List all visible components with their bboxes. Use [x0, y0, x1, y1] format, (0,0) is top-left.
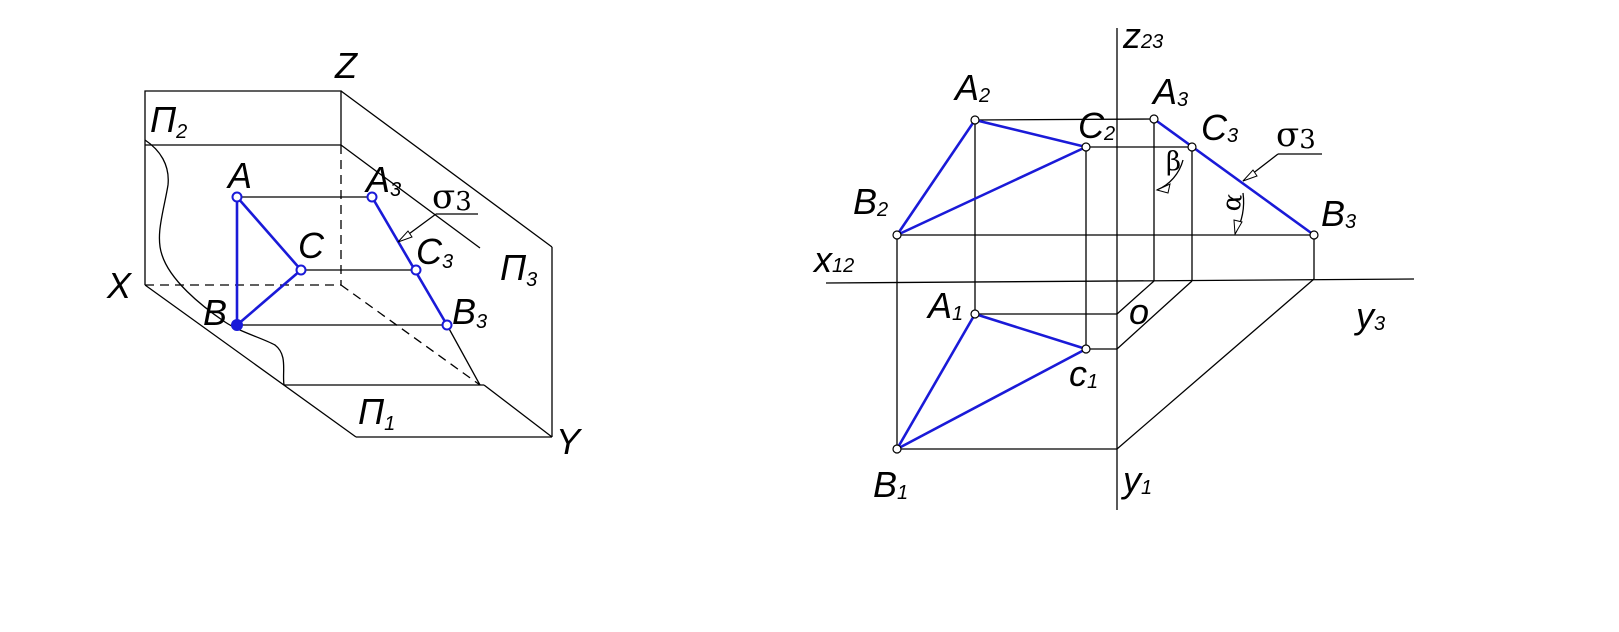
axis-z-label: Z: [334, 45, 358, 86]
profile-projection-line: [366, 191, 453, 331]
point-a: [231, 191, 243, 203]
plane-p2-label: Π2: [150, 99, 187, 143]
plane-p1-label: Π1: [358, 391, 395, 435]
projection-planes-frame: [144, 90, 553, 438]
profile-projection: [1149, 114, 1319, 240]
beta-label: β: [1166, 147, 1181, 177]
triangle-abc: [231, 191, 307, 331]
angle-marks: [1155, 159, 1245, 236]
point-c2-label: C2: [1078, 105, 1115, 146]
point-a2-label: A2: [953, 67, 990, 108]
point-a3: [366, 191, 378, 203]
point-c: [295, 264, 307, 276]
sigma3-label: σ3: [432, 177, 472, 217]
sigma-leader: [397, 213, 478, 243]
point-b3-ortho: [1309, 230, 1319, 240]
point-c1-label: c1: [1069, 353, 1098, 394]
sigma-leader-ortho: [1242, 153, 1322, 182]
point-b-label: B: [203, 292, 227, 333]
point-a1: [970, 309, 980, 319]
triangle-horizontal-projection: [892, 309, 1091, 454]
point-c3-ortho: [1187, 142, 1197, 152]
point-b: [231, 319, 243, 331]
point-c3-ortho-label: C3: [1201, 107, 1238, 148]
isometric-view: Z X Y Π2 Π3 Π1 A B C A3 C3 B3 σ3: [106, 45, 583, 462]
axis-x-label: X: [106, 265, 133, 306]
point-a1-label: A1: [926, 285, 963, 326]
point-b3-label: B3: [452, 291, 487, 333]
origin-label: o: [1129, 291, 1149, 332]
point-b3-ortho-label: B3: [1321, 193, 1356, 234]
point-a-label: A: [226, 155, 252, 196]
projection-lines: [237, 196, 481, 386]
point-c3-label: C3: [416, 231, 453, 273]
point-c1: [1081, 344, 1091, 354]
point-b2: [892, 230, 902, 240]
point-c-label: C: [298, 225, 325, 266]
point-b1: [892, 444, 902, 454]
point-c3: [410, 264, 422, 276]
axis-y1-label: y1: [1120, 459, 1152, 500]
point-a2: [970, 115, 980, 125]
point-a3-ortho-label: A3: [1151, 71, 1188, 112]
axis-z23-label: z23: [1122, 15, 1163, 56]
point-b3: [441, 319, 453, 331]
point-c2: [1081, 142, 1091, 152]
sigma3-ortho-label: σ3: [1276, 115, 1316, 155]
orthographic-view: z23 x12 y3 y1 o A2 B2 C2 A3 C3 B3 A1 B1 …: [812, 15, 1415, 510]
point-b2-label: B2: [853, 181, 888, 222]
plane-break-line: [144, 139, 285, 386]
point-a3-ortho: [1149, 114, 1159, 124]
axis-y3-label: y3: [1353, 295, 1385, 336]
axes: [825, 28, 1415, 510]
alpha-label: α: [1216, 191, 1249, 214]
axis-x12-label: x12: [812, 239, 854, 280]
axis-y-label: Y: [556, 421, 583, 462]
triangle-frontal-projection: [892, 115, 1091, 240]
point-a3-label: A3: [364, 159, 401, 201]
construction-lines: [896, 118, 1315, 450]
plane-p3-label: Π3: [500, 247, 537, 291]
point-b1-label: B1: [873, 464, 908, 505]
